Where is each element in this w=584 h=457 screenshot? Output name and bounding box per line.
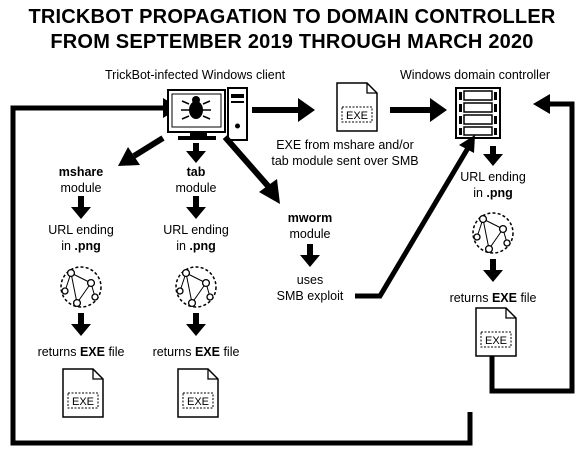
mworm-module-label: mworm module	[265, 210, 355, 242]
arrow-dc-2-head-icon	[483, 270, 503, 282]
tab-returns-post: file	[223, 345, 240, 359]
dc-url-in: in	[473, 186, 483, 200]
tab-returns-pre: returns	[152, 345, 192, 359]
mshare-returns-pre: returns	[37, 345, 77, 359]
network-globe-icon	[60, 266, 102, 308]
tab-module-word: module	[175, 181, 217, 195]
exploit-to-dc-line	[355, 146, 471, 299]
dc-returns-exe: EXE	[491, 291, 517, 305]
dc-returns-label: returns EXE file	[438, 290, 548, 306]
exe-file-label: EXE	[187, 396, 209, 408]
arrow-tab-1-head-icon	[186, 207, 206, 219]
exe-file-icon	[336, 82, 378, 132]
mworm-exploit-label: uses SMB exploit	[260, 272, 360, 304]
arrow-client-to-exe-head-icon	[298, 98, 315, 122]
mshare-url-label: URL ending in .png	[31, 222, 131, 254]
dc-url-line-1: URL ending	[460, 170, 526, 184]
exe-sent-label: EXE from mshare and/or tab module sent o…	[250, 137, 440, 169]
exploit-to-dc-arrowhead-icon	[459, 135, 475, 153]
arrow-client-to-mworm-head-icon	[259, 179, 280, 204]
tab-url-png: .png	[189, 239, 216, 253]
arrow-exe-to-dc-head-icon	[430, 98, 447, 122]
exe-file-label: EXE	[346, 110, 368, 122]
dc-url-png: .png	[486, 186, 513, 200]
tab-returns-label: returns EXE file	[141, 344, 251, 360]
exe-sent-label-line-2: tab module sent over SMB	[271, 154, 419, 168]
dc-label: Windows domain controller	[400, 68, 551, 82]
arrow-tab-2-head-icon	[186, 324, 206, 336]
arrow-mshare-2-head-icon	[71, 324, 91, 336]
arrow-mshare-1-head-icon	[71, 207, 91, 219]
mshare-returns-post: file	[108, 345, 125, 359]
mshare-name: mshare	[58, 165, 104, 179]
arrow-mworm-head-icon	[300, 255, 320, 267]
mshare-returns-exe: EXE	[79, 345, 105, 359]
right-loop-line	[489, 101, 575, 394]
tab-returns-exe: EXE	[194, 345, 220, 359]
domain-controller-icon	[455, 87, 501, 139]
left-loop-line	[10, 105, 473, 446]
exe-file-label: EXE	[485, 335, 507, 347]
tab-url-label: URL ending in .png	[146, 222, 246, 254]
windows-client-icon	[167, 87, 248, 141]
exe-file-icon	[62, 368, 104, 418]
tab-url-line-1: URL ending	[163, 223, 229, 237]
dc-returns-pre: returns	[449, 291, 489, 305]
mworm-uses: uses	[296, 273, 324, 287]
arrow-client-to-tab-head-icon	[186, 151, 206, 163]
network-globe-icon	[175, 266, 217, 308]
title-line-2: FROM SEPTEMBER 2019 THROUGH MARCH 2020	[50, 31, 534, 53]
arrow-client-to-mworm	[222, 135, 271, 188]
tab-url-in: in	[176, 239, 186, 253]
mworm-module-word: module	[289, 227, 331, 241]
exe-file-icon	[475, 307, 517, 357]
bug-icon	[181, 96, 211, 120]
mshare-module-label: mshare module	[36, 164, 126, 196]
mshare-returns-label: returns EXE file	[26, 344, 136, 360]
arrow-client-to-mshare-head-icon	[118, 147, 140, 166]
arrow-client-to-mshare	[132, 135, 165, 159]
exe-file-icon	[177, 368, 219, 418]
mshare-module-word: module	[60, 181, 102, 195]
exe-file-label: EXE	[72, 396, 94, 408]
mworm-exploit: SMB exploit	[276, 289, 344, 303]
tab-name: tab	[186, 165, 206, 179]
mshare-url-png: .png	[74, 239, 101, 253]
arrow-dc-1-head-icon	[483, 154, 503, 166]
exe-sent-label-line-1: EXE from mshare and/or	[276, 138, 414, 152]
mshare-url-line-1: URL ending	[48, 223, 114, 237]
right-loop-arrowhead-icon	[533, 94, 550, 114]
client-label: TrickBot-infected Windows client	[105, 68, 286, 82]
title-line-1: TRICKBOT PROPAGATION TO DOMAIN CONTROLLE…	[28, 6, 556, 28]
mshare-url-in: in	[61, 239, 71, 253]
dc-url-label: URL ending in .png	[443, 169, 543, 201]
tab-module-label: tab module	[151, 164, 241, 196]
dc-returns-post: file	[520, 291, 537, 305]
network-globe-icon	[472, 212, 514, 254]
mworm-name: mworm	[287, 211, 333, 225]
